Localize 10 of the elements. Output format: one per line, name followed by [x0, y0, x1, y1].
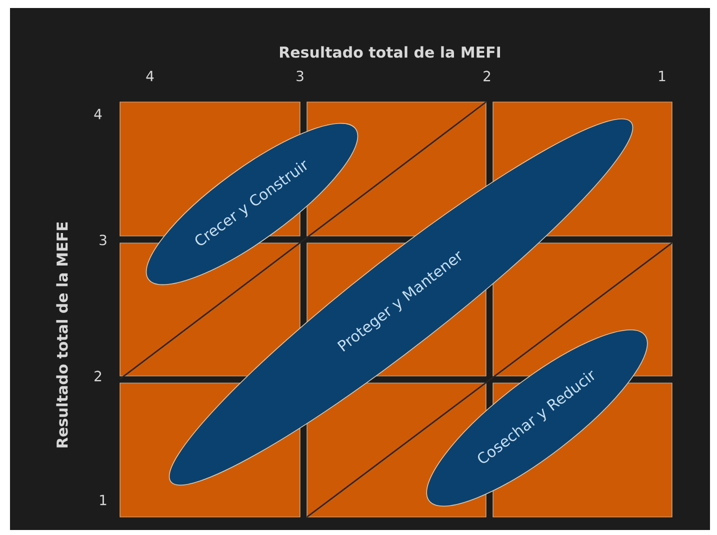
tick-label: 1: [100, 494, 106, 506]
tick-label: 4: [146, 70, 154, 82]
axis-title: Resultado total de la MEFI: [280, 46, 500, 58]
tick-label: 2: [94, 370, 102, 382]
tick-label: 3: [296, 70, 304, 82]
tick-label: 2: [484, 70, 490, 82]
tick-label: 4: [94, 108, 102, 120]
tick-label: 3: [100, 234, 106, 246]
axis-title: Resultado total de la MEFE: [56, 222, 68, 448]
tick-label: 1: [659, 70, 666, 82]
